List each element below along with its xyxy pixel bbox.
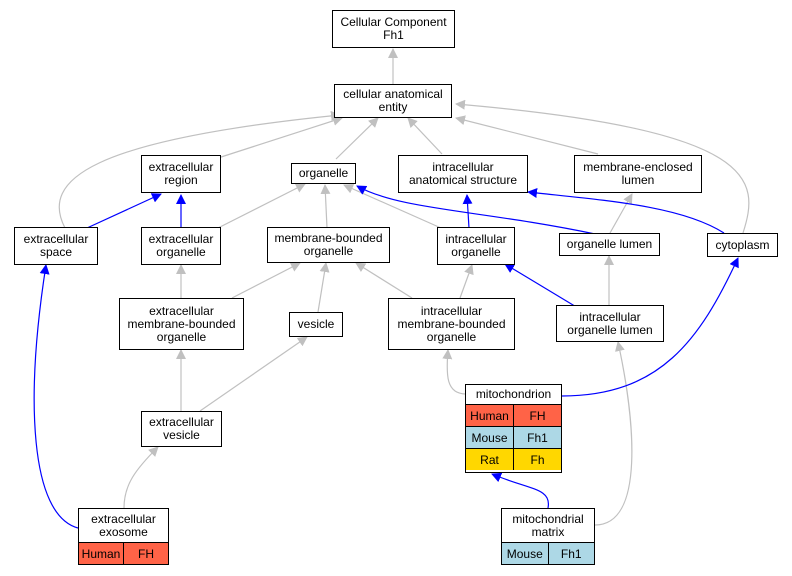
species-row-mouse: Mouse Fh1 [502,543,594,564]
species-cell: Rat [466,449,514,470]
species-cell: Mouse [502,543,549,564]
node-label: extracellular exosome [79,509,168,543]
gene-cell: Fh1 [527,430,548,445]
edge-ol-to-mel [609,193,633,234]
node-label: extracellular vesicle [149,415,214,442]
edge-cyto-to-cae [455,99,750,234]
edge-ves-to-mbo [317,262,330,313]
edge-es-to-cae [58,110,341,229]
node-membrane-bounded-organelle[interactable]: membrane-bounded organelle [267,227,390,263]
edge-mel-to-cae [455,115,599,155]
node-extracellular-membrane-bounded-organelle[interactable]: extracellular membrane-bounded organelle [119,298,244,350]
node-label: Cellular Component Fh1 [340,15,447,42]
node-label: intracellular organelle lumen [567,309,653,337]
species-cell: Human [466,405,514,426]
edge-mito-to-cyto [561,257,739,397]
species-cell: Human [79,543,124,564]
edge-eo-to-org [217,183,306,229]
edge-mito-to-imbo [442,349,467,395]
edge-er-to-cae [217,116,343,159]
species-row-human: Human FH [79,543,168,564]
edge-ev-to-ves [199,336,308,412]
edge-org-to-cae [335,117,379,160]
node-intracellular-membrane-bounded-organelle[interactable]: intracellular membrane-bounded organelle [388,298,515,350]
node-intracellular-anatomical-structure[interactable]: intracellular anatomical structure [398,155,528,193]
node-mitochondrial-matrix[interactable]: mitochondrial matrix Mouse Fh1 [501,508,595,565]
node-label: organelle [298,166,349,180]
edge-imbo-to-io [459,264,474,299]
edge-ol-to-org [356,185,596,235]
node-mitochondrion[interactable]: mitochondrion Human FH Mouse Fh1 Rat Fh [465,384,562,473]
edge-mm-to-mito [491,472,550,509]
edge-es-to-er [86,193,162,229]
edge-io-to-ias [462,194,473,229]
node-cellular-component[interactable]: Cellular Component Fh1 [332,10,455,48]
species-row-rat: Rat Fh [466,449,561,470]
node-label: cytoplasm [715,237,770,252]
node-organelle[interactable]: organelle [291,163,356,184]
node-label: membrane-enclosed lumen [583,160,693,187]
node-cytoplasm[interactable]: cytoplasm [707,233,778,257]
edge-cyto-to-ias [527,188,725,234]
node-extracellular-organelle[interactable]: extracellular organelle [141,227,221,265]
node-label: vesicle [297,317,335,331]
node-extracellular-region[interactable]: extracellular region [141,155,221,193]
edge-ias-to-cae [407,117,443,155]
node-label: intracellular organelle [445,232,507,259]
node-membrane-enclosed-lumen[interactable]: membrane-enclosed lumen [574,155,702,193]
species-cell: Mouse [466,427,514,448]
node-label: extracellular membrane-bounded organelle [127,303,236,344]
node-label: extracellular region [148,160,214,187]
edge-exo-to-ev [123,446,159,509]
edge-iol-to-io [504,263,579,309]
node-extracellular-vesicle[interactable]: extracellular vesicle [141,411,222,447]
node-cellular-anatomical-entity[interactable]: cellular anatomical entity [334,84,452,118]
node-label: cellular anatomical entity [343,87,443,114]
edge-embo-to-mbo [231,262,301,299]
node-extracellular-space[interactable]: extracellular space [14,227,98,265]
edge-mm-to-iol [594,341,633,526]
node-label: extracellular organelle [148,232,214,259]
node-vesicle[interactable]: vesicle [289,312,343,337]
node-organelle-lumen[interactable]: organelle lumen [559,233,660,256]
species-row-human: Human FH [466,405,561,427]
edge-imbo-to-mbo [355,262,413,299]
species-row-mouse: Mouse Fh1 [466,427,561,449]
node-label: organelle lumen [566,237,653,251]
node-intracellular-organelle[interactable]: intracellular organelle [437,227,515,265]
edge-exo-to-es [33,264,79,529]
node-label: intracellular membrane-bounded organelle [397,303,506,344]
node-extracellular-exosome[interactable]: extracellular exosome Human FH [78,508,169,565]
gene-cell: Fh1 [560,546,582,561]
gene-cell: FH [529,408,546,423]
node-label: mitochondrion [466,385,561,405]
node-label: extracellular space [23,232,89,259]
gene-cell: Fh [530,452,545,467]
edge-mbo-to-org [320,184,331,229]
node-label: mitochondrial matrix [502,509,594,543]
node-intracellular-organelle-lumen[interactable]: intracellular organelle lumen [556,305,664,342]
gene-cell: FH [138,546,154,561]
node-label: membrane-bounded organelle [274,231,383,258]
node-label: intracellular anatomical structure [408,160,518,187]
